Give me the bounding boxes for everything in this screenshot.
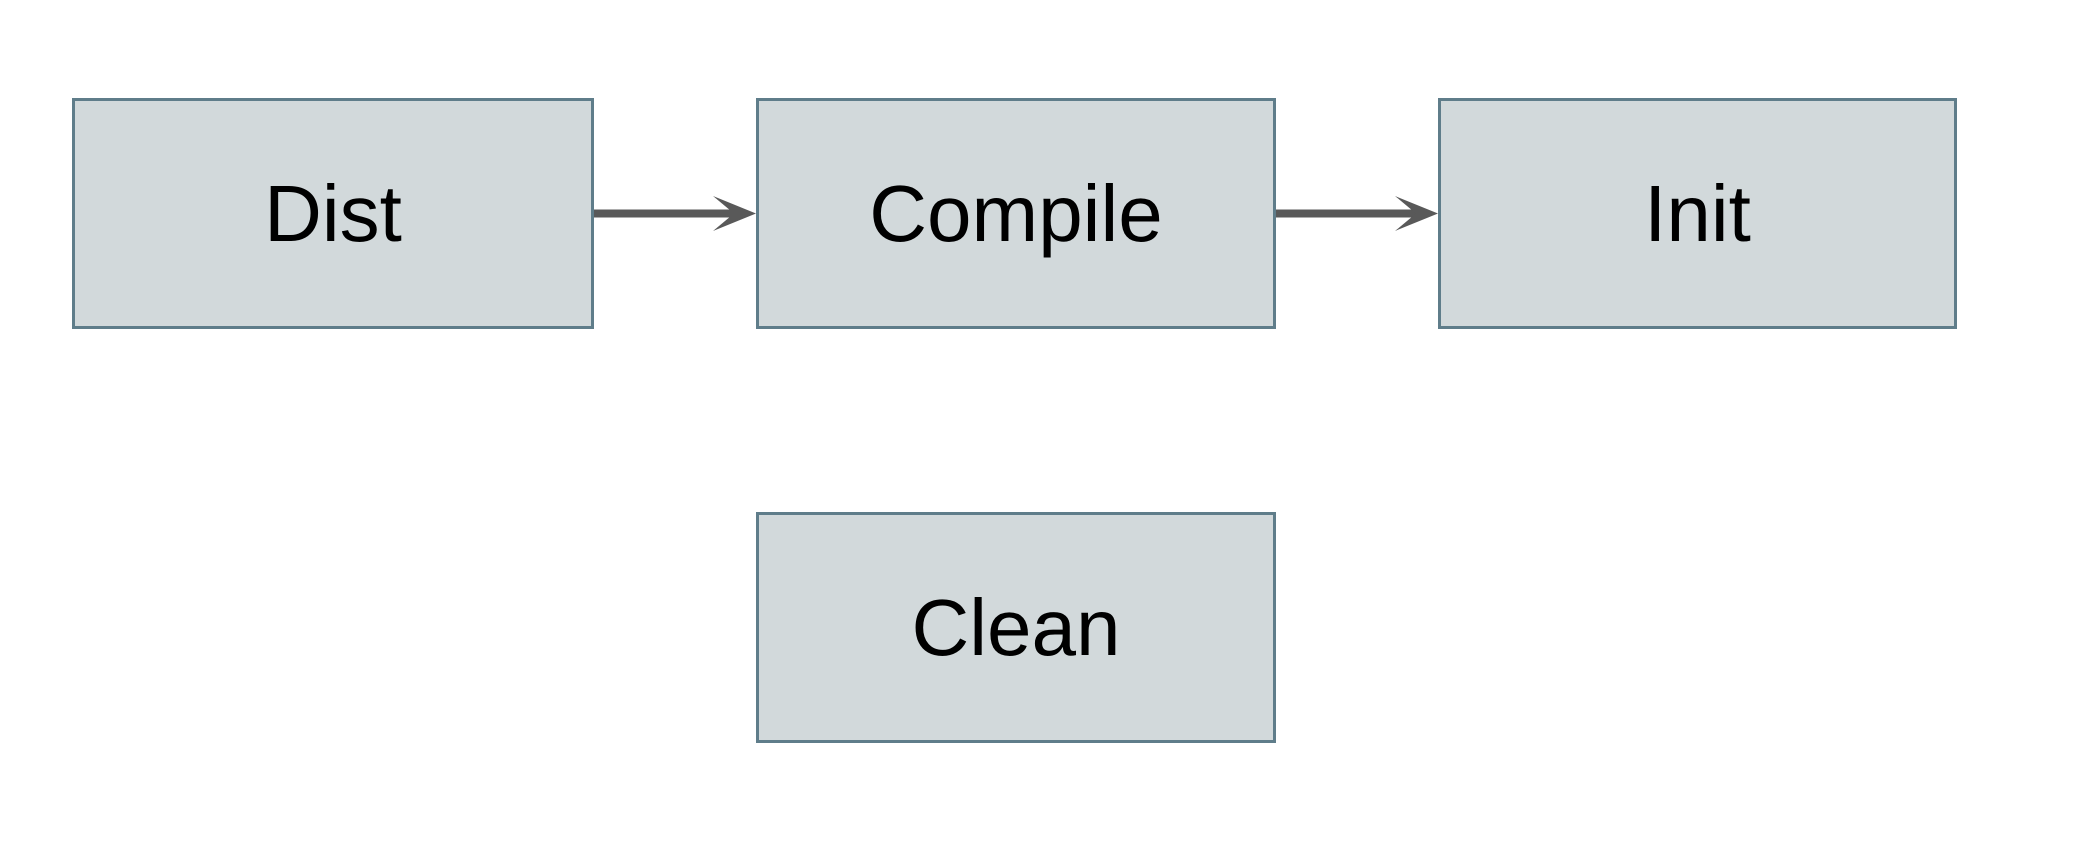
node-dist-label: Dist [264, 168, 402, 258]
node-compile-label: Compile [869, 168, 1163, 258]
node-clean: Clean [756, 512, 1276, 743]
node-clean-label: Clean [911, 582, 1121, 672]
node-init: Init [1438, 98, 1957, 329]
node-init-label: Init [1644, 168, 1751, 258]
arrow-compile-to-init [1276, 196, 1438, 231]
arrowhead-icon [1395, 196, 1438, 231]
node-dist: Dist [72, 98, 594, 329]
arrow-dist-to-compile [594, 196, 756, 231]
node-compile: Compile [756, 98, 1276, 329]
arrowhead-icon [713, 196, 756, 231]
